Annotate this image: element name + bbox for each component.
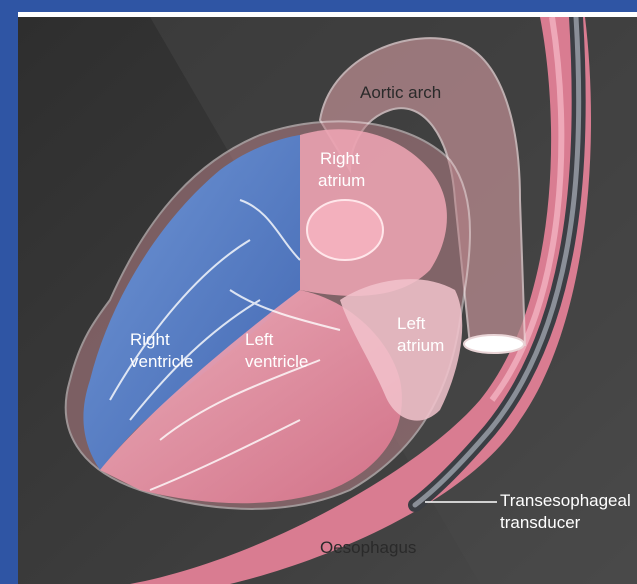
label-transducer-line2: transducer (500, 513, 581, 532)
label-right-ventricle-line2: ventricle (130, 352, 193, 371)
label-right-ventricle-line1: Right (130, 330, 170, 349)
heart-illustration: Aortic arch Right atrium Left atrium Rig… (18, 17, 637, 584)
heart-valve (307, 200, 383, 260)
label-right-atrium-line2: atrium (318, 171, 365, 190)
label-oesophagus: Oesophagus (320, 538, 416, 557)
label-left-ventricle-line1: Left (245, 330, 274, 349)
label-transducer-line1: Transesophageal (500, 491, 631, 510)
label-aortic-arch: Aortic arch (360, 83, 441, 102)
label-left-atrium-line1: Left (397, 314, 426, 333)
label-right-atrium-line1: Right (320, 149, 360, 168)
top-strip (18, 0, 637, 12)
label-left-atrium-line2: atrium (397, 336, 444, 355)
label-left-ventricle-line2: ventricle (245, 352, 308, 371)
aorta-opening (464, 335, 524, 353)
